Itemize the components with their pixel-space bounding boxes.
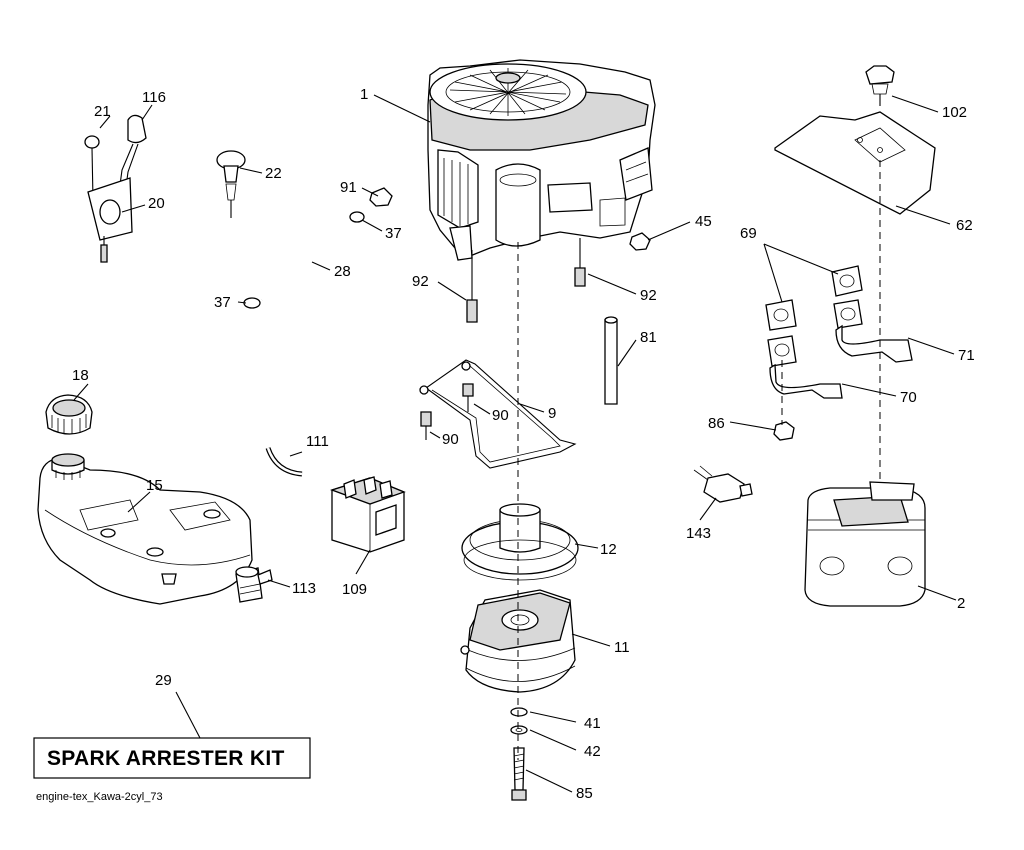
callout-12: 12 [600,541,617,558]
callout-71: 71 [958,347,975,364]
pulley-part [461,503,579,581]
callout-70: 70 [900,389,917,406]
callout-41: 41 [584,715,601,732]
callout-90-upper: 90 [492,407,509,424]
alignment-lines [471,160,881,760]
callout-62: 62 [956,217,973,234]
callout-102: 102 [942,104,967,121]
washers-bolt-part [510,707,528,801]
callout-1: 1 [360,86,368,103]
callout-15: 15 [146,477,163,494]
fuel-tank-part [37,453,253,605]
bolt-92-part [466,238,586,323]
callout-85: 85 [576,785,593,802]
nut-86-part [773,421,795,441]
nut-45-part [629,232,651,251]
callout-42: 42 [584,743,601,760]
valve-113-part [235,566,273,603]
callout-86: 86 [708,415,725,432]
exhaust-pipes-part [765,265,913,399]
callout-45: 45 [695,213,712,230]
sensor-143-part [693,465,753,503]
callout-22: 22 [265,165,282,182]
leader-lines [73,94,957,793]
engine-part [427,59,656,261]
fuel-cap-part [45,394,93,435]
tube-81-part [604,316,618,405]
fuel-line-part [243,187,393,309]
diagram-id-footer: engine-tex_Kawa-2cyl_73 [36,791,163,803]
bracket-9-part [419,359,577,469]
spark-arrester-kit-label: SPARK ARRESTER KIT [47,747,285,770]
callout-116: 116 [142,89,166,106]
callout-81: 81 [640,329,657,346]
clutch-part [460,589,576,693]
callout-28: 28 [334,263,351,280]
callout-numbers: 1 116 21 20 22 91 37 28 37 92 92 45 102 … [72,86,975,802]
callout-37-lower: 37 [214,294,231,311]
relay-109-part [329,476,406,553]
callout-18: 18 [72,367,89,384]
callout-29: 29 [155,672,172,689]
callout-37-upper: 37 [385,225,402,242]
callout-90-lower: 90 [442,431,459,448]
callout-109: 109 [342,581,367,598]
callout-91: 91 [340,179,357,196]
callout-9: 9 [548,405,556,422]
callout-21: 21 [94,103,111,120]
callout-92-left: 92 [412,273,429,290]
heat-shield-part [774,65,936,215]
callout-92-right: 92 [640,287,657,304]
throttle-control-part [84,114,147,263]
callout-143: 143 [686,525,711,542]
callout-111: 111 [306,433,329,450]
callout-2: 2 [957,595,965,612]
callout-69: 69 [740,225,757,242]
choke-knob-part [216,150,246,218]
spark-arrester-kit-box: SPARK ARRESTER KIT [33,737,311,779]
callout-20: 20 [148,195,165,212]
callout-113: 113 [292,580,316,597]
callout-11: 11 [614,639,630,656]
muffler-part [804,481,926,607]
hose-111-part [265,447,303,477]
